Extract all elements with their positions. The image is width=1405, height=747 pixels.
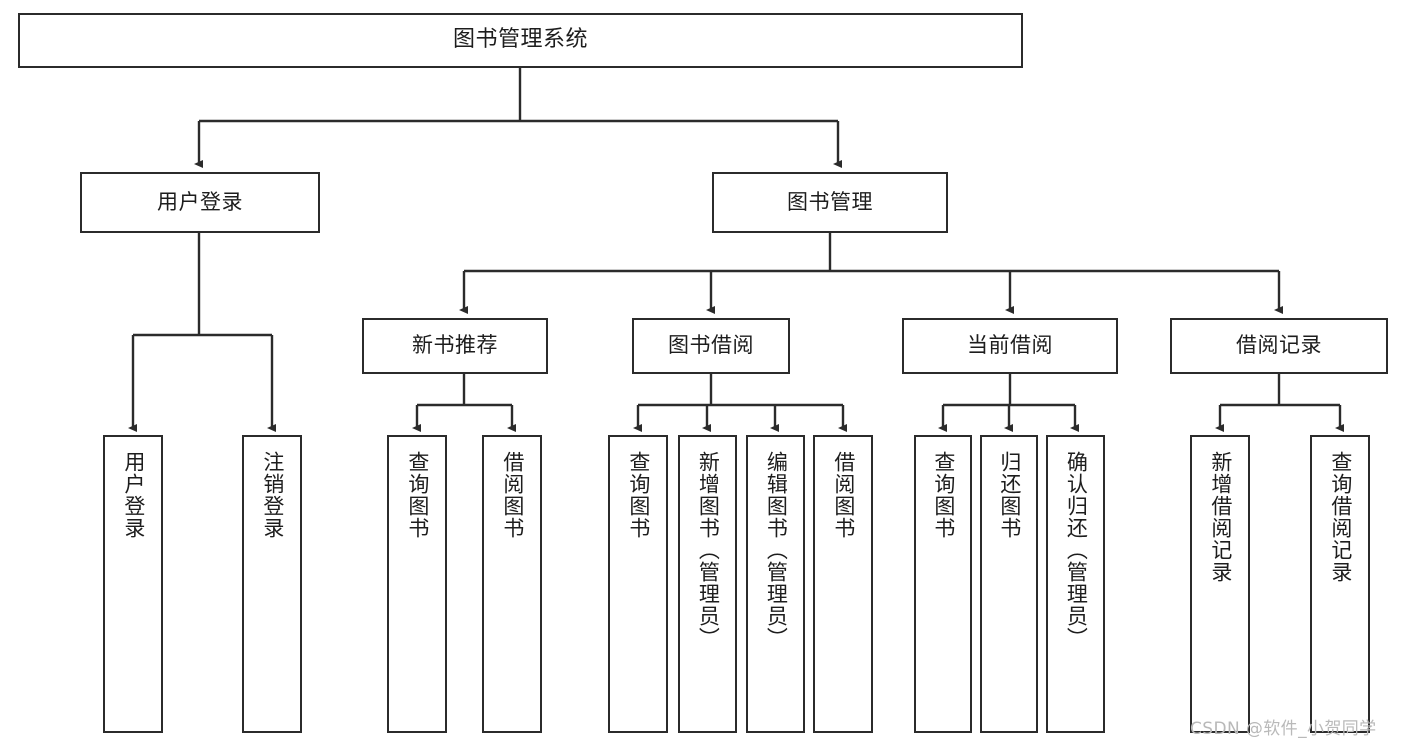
leaf-borrow-edit-book[interactable]: 编辑图书（管理员） [746, 435, 805, 733]
leaf-user-login[interactable]: 用户登录 [103, 435, 163, 733]
leaf-current-confirm-return[interactable]: 确认归还（管理员） [1046, 435, 1105, 733]
node-book-borrow[interactable]: 图书借阅 [632, 318, 790, 374]
node-current-borrow[interactable]: 当前借阅 [902, 318, 1118, 374]
leaf-record-query-label: 查询借阅记录 [1328, 451, 1353, 583]
leaf-recommend-query-book[interactable]: 查询图书 [387, 435, 447, 733]
node-book-borrow-label: 图书借阅 [668, 333, 754, 358]
leaf-current-query-book-label: 查询图书 [931, 451, 956, 539]
leaf-current-confirm-return-label: 确认归还（管理员） [1064, 451, 1089, 649]
leaf-record-add-label: 新增借阅记录 [1208, 451, 1233, 583]
leaf-recommend-borrow-book[interactable]: 借阅图书 [482, 435, 542, 733]
leaf-user-logout-label: 注销登录 [260, 451, 285, 539]
leaf-borrow-borrow-book-label: 借阅图书 [831, 451, 856, 539]
leaf-user-logout[interactable]: 注销登录 [242, 435, 302, 733]
node-book-management-label: 图书管理 [787, 189, 873, 214]
csdn-watermark: CSDN @软件_小贺同学 [1190, 719, 1377, 739]
node-root[interactable]: 图书管理系统 [18, 13, 1023, 68]
leaf-borrow-add-book-label: 新增图书（管理员） [696, 451, 721, 649]
node-borrow-record-label: 借阅记录 [1236, 333, 1322, 358]
node-new-book-recommend[interactable]: 新书推荐 [362, 318, 548, 374]
leaf-recommend-borrow-book-label: 借阅图书 [500, 451, 525, 539]
leaf-recommend-query-book-label: 查询图书 [405, 451, 430, 539]
leaf-borrow-query-book[interactable]: 查询图书 [608, 435, 668, 733]
leaf-borrow-query-book-label: 查询图书 [626, 451, 651, 539]
node-root-label: 图书管理系统 [452, 27, 588, 53]
node-borrow-record[interactable]: 借阅记录 [1170, 318, 1388, 374]
node-current-borrow-label: 当前借阅 [967, 333, 1053, 358]
node-user-login-label: 用户登录 [157, 189, 243, 214]
leaf-current-return-book-label: 归还图书 [997, 451, 1022, 539]
leaf-current-query-book[interactable]: 查询图书 [914, 435, 972, 733]
leaf-record-add[interactable]: 新增借阅记录 [1190, 435, 1250, 733]
node-book-management[interactable]: 图书管理 [712, 172, 948, 233]
leaf-borrow-add-book[interactable]: 新增图书（管理员） [678, 435, 737, 733]
leaf-borrow-edit-book-label: 编辑图书（管理员） [764, 451, 789, 649]
leaf-current-return-book[interactable]: 归还图书 [980, 435, 1038, 733]
leaf-user-login-label: 用户登录 [121, 451, 146, 539]
node-new-book-recommend-label: 新书推荐 [412, 333, 498, 358]
leaf-borrow-borrow-book[interactable]: 借阅图书 [813, 435, 873, 733]
node-user-login[interactable]: 用户登录 [80, 172, 320, 233]
leaf-record-query[interactable]: 查询借阅记录 [1310, 435, 1370, 733]
